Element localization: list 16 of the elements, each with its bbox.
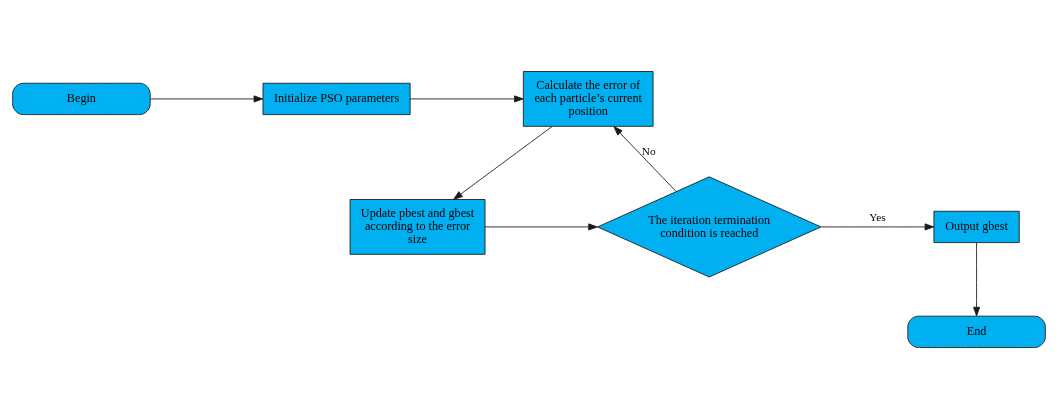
node-box: Initialize PSO parameters (262, 82, 411, 116)
node-box: End (907, 315, 1046, 348)
arrow (484, 223, 598, 231)
arrow (973, 242, 981, 317)
node-box: Begin (12, 82, 151, 116)
edge-label: Yes (869, 211, 886, 224)
arrow (820, 223, 935, 231)
arrow (613, 126, 677, 193)
arrow (409, 95, 524, 103)
node-box: Calculate the error of each particle’s current position (522, 71, 654, 127)
node-box: Output gbest (933, 210, 1020, 244)
node-diamond: The iteration termination condition is reached (597, 176, 822, 278)
arrow (150, 95, 264, 103)
node-box: Update pbest and gbest according to the error size (349, 199, 486, 255)
edge-label: No (641, 144, 656, 157)
arrow (453, 126, 553, 200)
